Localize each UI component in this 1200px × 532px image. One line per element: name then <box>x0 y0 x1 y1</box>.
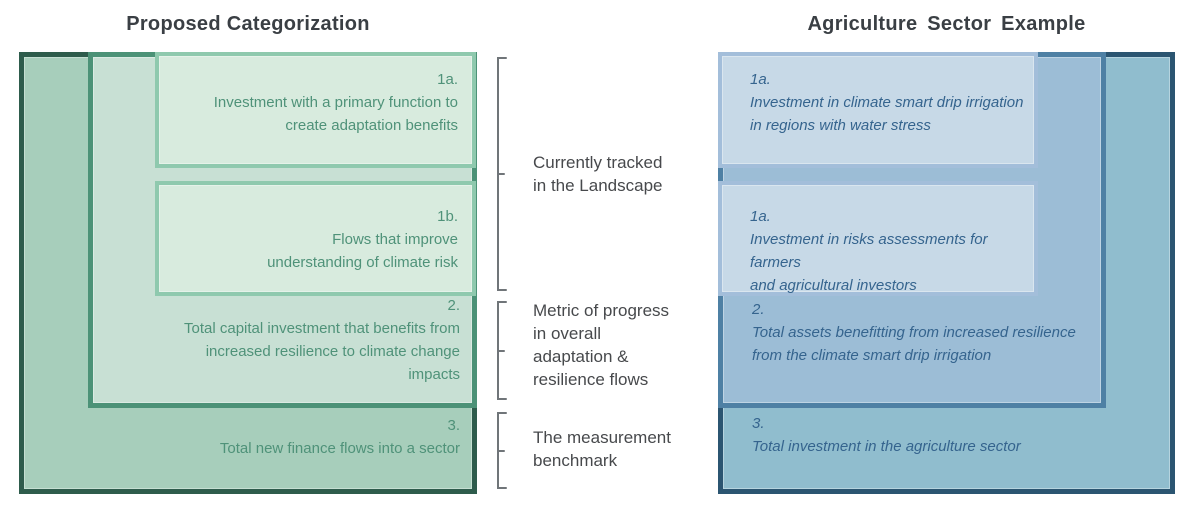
left-box-1b: 1b. Flows that improve understanding of … <box>155 181 476 296</box>
left-box-3-text: 3. Total new finance flows into a sector <box>219 417 460 457</box>
right-box-3-text: 3. Total investment in the agriculture s… <box>752 415 1021 455</box>
bracket-measurement-benchmark <box>497 412 507 489</box>
right-box-1a-second: 1a. Investment in risks assessments for … <box>718 181 1038 296</box>
right-box-2-text: 2. Total assets benefitting from increas… <box>752 301 1076 364</box>
label-metric-of-progress: Metric of progress in overall adaptation… <box>533 301 670 389</box>
right-box-1a-first-text: 1a. Investment in climate smart drip irr… <box>750 71 1024 134</box>
left-box-1b-text: 1b. Flows that improve understanding of … <box>267 208 458 271</box>
left-box-2-text: 2. Total capital investment that benefit… <box>184 297 460 383</box>
label-currently-tracked: Currently tracked in the Landscape <box>533 153 663 195</box>
bracket-currently-tracked <box>497 57 507 291</box>
left-panel-title: Proposed Categorization <box>126 13 370 35</box>
bracket-metric-of-progress <box>497 301 507 400</box>
left-box-1a-text: 1a. Investment with a primary function t… <box>213 71 458 134</box>
right-panel-title: Agriculture Sector Example <box>807 13 1086 35</box>
label-measurement-benchmark: The measurement benchmark <box>533 428 671 470</box>
right-box-1a-second-text: 1a. Investment in risks assessments for … <box>750 208 988 294</box>
right-box-1a-first: 1a. Investment in climate smart drip irr… <box>718 52 1038 168</box>
left-box-1a: 1a. Investment with a primary function t… <box>155 52 476 168</box>
